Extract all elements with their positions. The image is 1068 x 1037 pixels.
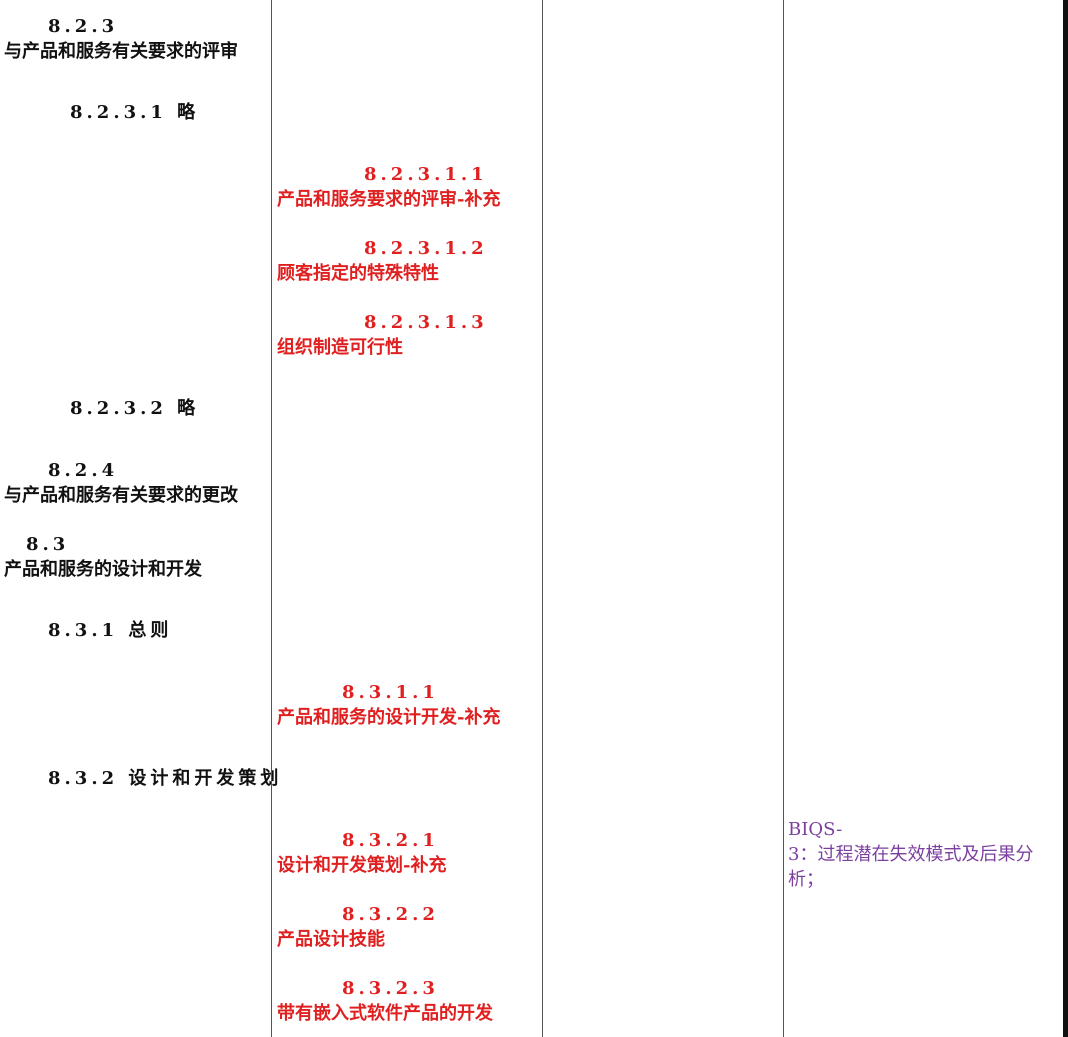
clause-8-3-2-1-title: 设计和开发策划-补充 [277, 855, 447, 876]
clause-8-3-1: 8.3.1 总则 [48, 620, 173, 641]
clause-8-3-2-2-number: 8.3.2.2 [342, 904, 439, 925]
clause-8-3-2-1-number: 8.3.2.1 [342, 830, 439, 851]
clause-8-3-1-1-title: 产品和服务的设计开发-补充 [277, 707, 501, 728]
clause-8-2-3-1-2-number: 8.2.3.1.2 [364, 238, 488, 259]
clause-8-2-3-1-3-number: 8.2.3.1.3 [364, 312, 488, 333]
column-biqs: BIQS- 3：过程潜在失效模式及后果分 析； [783, 0, 1064, 1037]
clause-8-3-number: 8.3 [26, 534, 70, 555]
clause-8-3-2-2-title: 产品设计技能 [277, 929, 385, 950]
clause-8-2-3-1: 8.2.3.1 略 [70, 102, 200, 123]
biqs-line-3: 析； [788, 869, 824, 890]
column-iatf-supplements: 8.2.3.1.1 产品和服务要求的评审-补充 8.2.3.1.2 顾客指定的特… [271, 0, 542, 1037]
clause-8-2-3-1-2-title: 顾客指定的特殊特性 [277, 263, 439, 284]
clause-8-3-2: 8.3.2 设计和开发策划 [48, 768, 283, 789]
clause-8-2-4-title: 与产品和服务有关要求的更改 [4, 485, 238, 506]
clause-8-2-3-1-1-title: 产品和服务要求的评审-补充 [277, 189, 501, 210]
clause-8-2-3-1-1-number: 8.2.3.1.1 [364, 164, 488, 185]
clause-8-2-3-number: 8.2.3 [48, 16, 119, 37]
column-iso-clauses: 8.2.3 与产品和服务有关要求的评审 8.2.3.1 略 8.2.3.2 略 … [0, 0, 278, 1037]
clause-8-3-1-1-number: 8.3.1.1 [342, 682, 439, 703]
biqs-line-2: 3：过程潜在失效模式及后果分 [788, 844, 1034, 865]
clause-8-3-2-3-title: 带有嵌入式软件产品的开发 [277, 1003, 493, 1024]
clause-8-2-3-title: 与产品和服务有关要求的评审 [4, 41, 238, 62]
clause-8-2-4-number: 8.2.4 [48, 460, 119, 481]
clause-8-3-2-3-number: 8.3.2.3 [342, 978, 439, 999]
column-empty [542, 0, 783, 1037]
right-border [1063, 0, 1068, 1037]
clause-8-2-3-1-3-title: 组织制造可行性 [277, 337, 403, 358]
biqs-line-1: BIQS- [788, 819, 843, 840]
clause-8-2-3-2: 8.2.3.2 略 [70, 398, 200, 419]
clause-8-3-title: 产品和服务的设计和开发 [4, 559, 202, 580]
